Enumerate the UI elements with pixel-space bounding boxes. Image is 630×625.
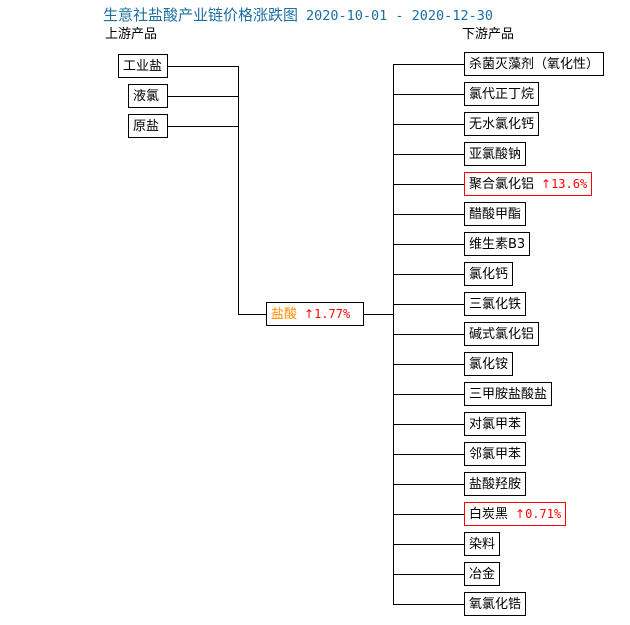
connector-horizontal [393,154,464,155]
center-node-change-value: 1.77% [314,306,351,321]
connector-horizontal [393,334,464,335]
connector-horizontal [393,394,464,395]
upstream-column-header: 上游产品 [105,27,158,42]
downstream-node-label: 邻氯甲苯 [469,446,522,462]
connector-horizontal [393,274,464,275]
connector-horizontal [393,514,464,515]
connector-horizontal [393,184,464,185]
upstream-node[interactable]: 原盐 [128,114,168,138]
downstream-node[interactable]: 氯代正丁烷 [464,82,540,106]
downstream-column-header: 下游产品 [462,27,515,42]
connector-horizontal [393,244,464,245]
downstream-node[interactable]: 维生素B3 [464,232,531,256]
downstream-node-label: 氧氯化锆 [469,596,522,612]
upstream-node[interactable]: 工业盐 [118,54,168,78]
downstream-node[interactable]: 冶金 [464,562,501,586]
downstream-node-label: 三甲胺盐酸盐 [469,386,548,402]
connector-horizontal [393,544,464,545]
downstream-node-label: 三氯化铁 [469,296,522,312]
downstream-node-label: 维生素B3 [469,236,526,252]
chart-title-text: 生意社盐酸产业链价格涨跌图 [103,6,299,24]
downstream-node[interactable]: 对氯甲苯 [464,412,527,436]
connector-horizontal [393,64,464,65]
downstream-node-label: 醋酸甲酯 [469,206,522,222]
downstream-node-label: 氯化钙 [469,266,509,282]
downstream-node-label: 氯化铵 [469,356,509,372]
connector-horizontal [393,124,464,125]
connector-horizontal [393,364,464,365]
downstream-node[interactable]: 染料 [464,532,501,556]
downstream-node[interactable]: 碱式氯化铝 [464,322,540,346]
center-node-label: 盐酸 [271,306,298,322]
downstream-node[interactable]: 无水氯化钙 [464,112,540,136]
connector-vertical [393,64,394,604]
upstream-node-label: 原盐 [133,118,160,134]
downstream-node-change-value: 0.71% [525,506,562,521]
downstream-node-label: 无水氯化钙 [469,116,535,132]
connector-horizontal [393,484,464,485]
downstream-node-label: 盐酸羟胺 [469,476,522,492]
upstream-node-label: 工业盐 [123,58,163,74]
downstream-node-label: 白炭黑 [469,506,509,522]
arrow-up-icon: ↑ [304,306,315,321]
chart-title: 生意社盐酸产业链价格涨跌图 2020-10-01 - 2020-12-30 [103,6,493,25]
connector-horizontal [393,604,464,605]
downstream-node[interactable]: 三氯化铁 [464,292,527,316]
connector-horizontal [393,454,464,455]
downstream-node-label: 亚氯酸钠 [469,146,522,162]
connector-horizontal [168,96,238,97]
downstream-node-label: 聚合氯化铝 [469,176,535,192]
upstream-node-label: 液氯 [133,88,160,104]
connector-horizontal [238,314,266,315]
connector-horizontal [393,304,464,305]
connector-vertical [238,66,239,314]
downstream-node-label: 冶金 [469,566,496,582]
downstream-node[interactable]: 邻氯甲苯 [464,442,527,466]
downstream-node[interactable]: 三甲胺盐酸盐 [464,382,553,406]
downstream-node-label: 对氯甲苯 [469,416,522,432]
downstream-node-change: ↑0.71% [515,504,561,525]
downstream-node-change-value: 13.6% [551,176,588,191]
center-node-change: ↑1.77% [304,304,350,325]
downstream-node[interactable]: 醋酸甲酯 [464,202,527,226]
upstream-node[interactable]: 液氯 [128,84,168,108]
connector-horizontal [393,94,464,95]
arrow-up-icon: ↑ [541,176,552,191]
connector-horizontal [364,314,393,315]
downstream-node[interactable]: 杀菌灭藻剂（氧化性） [464,52,605,76]
downstream-node[interactable]: 盐酸羟胺 [464,472,527,496]
downstream-node[interactable]: 亚氯酸钠 [464,142,527,166]
downstream-node[interactable]: 氯化铵 [464,352,514,376]
downstream-node[interactable]: 氧氯化锆 [464,592,527,616]
chart-date-range: 2020-10-01 - 2020-12-30 [306,8,493,24]
downstream-node-label: 氯代正丁烷 [469,86,535,102]
downstream-node-change: ↑13.6% [541,174,587,195]
center-node-hydrochloric-acid[interactable]: 盐酸 ↑1.77% [266,302,364,326]
connector-horizontal [393,424,464,425]
connector-horizontal [168,126,238,127]
connector-horizontal [168,66,238,67]
downstream-node-label: 碱式氯化铝 [469,326,535,342]
connector-horizontal [393,214,464,215]
downstream-node-label: 杀菌灭藻剂（氧化性） [469,56,600,72]
downstream-node[interactable]: 氯化钙 [464,262,514,286]
connector-horizontal [393,574,464,575]
arrow-up-icon: ↑ [515,506,526,521]
downstream-node-label: 染料 [469,536,496,552]
downstream-node[interactable]: 白炭黑 ↑0.71% [464,502,567,526]
downstream-node[interactable]: 聚合氯化铝 ↑13.6% [464,172,593,196]
